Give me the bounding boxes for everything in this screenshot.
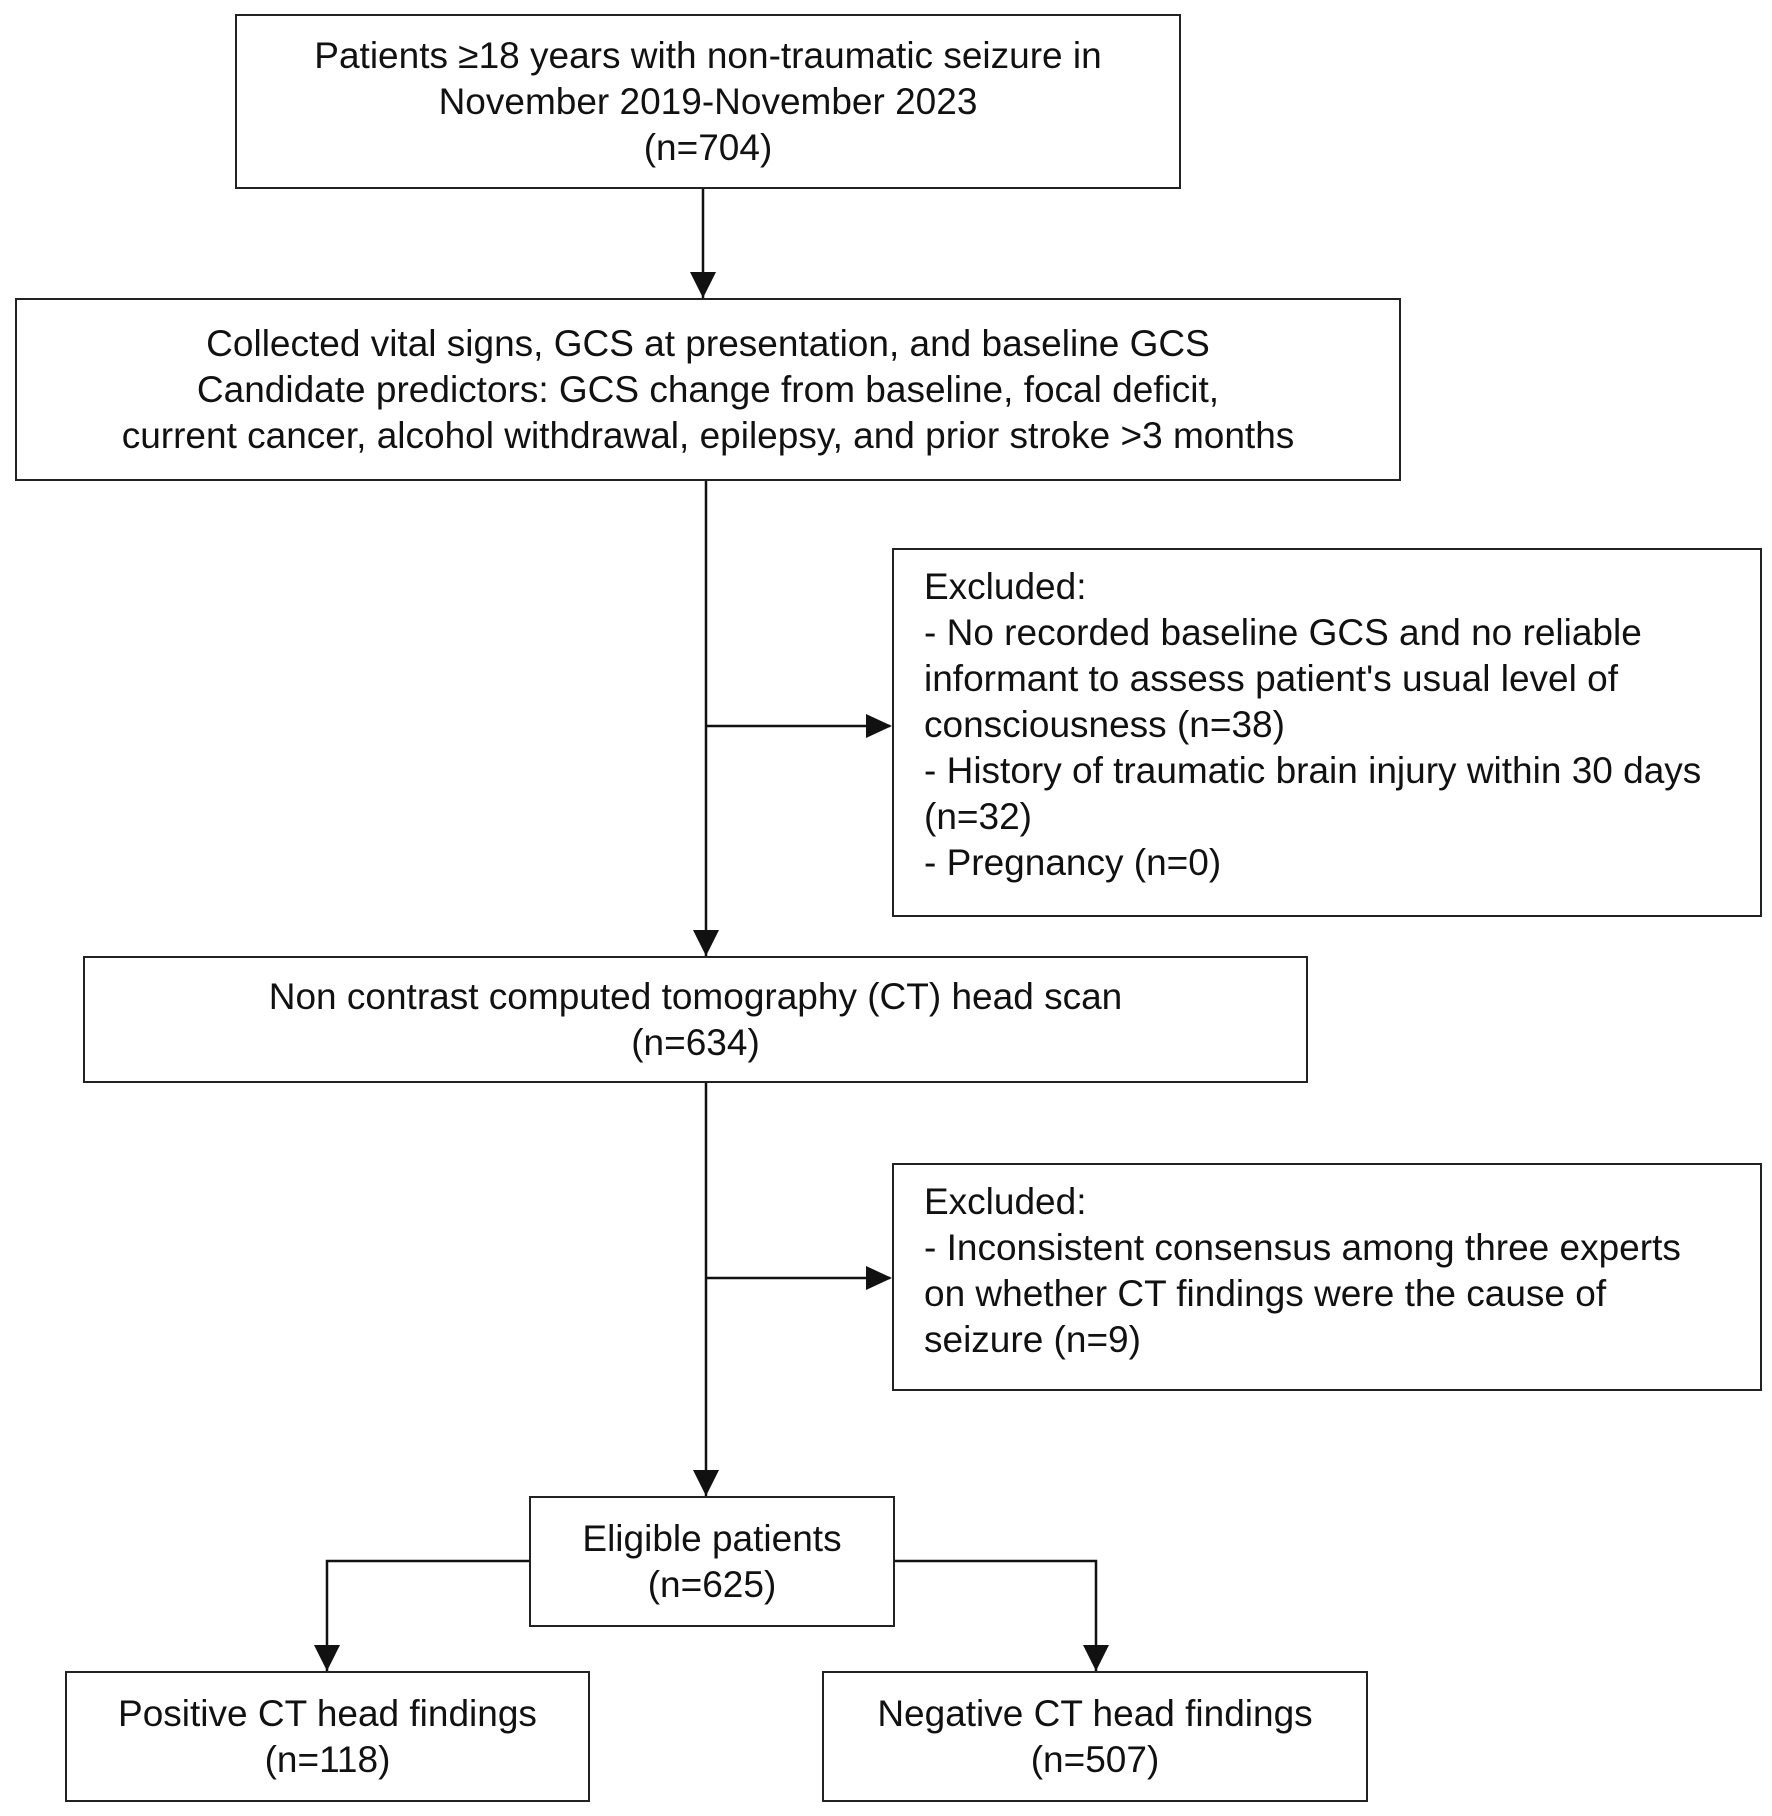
- population-line-1: Patients ≥18 years with non-traumatic se…: [314, 34, 1102, 76]
- arrowhead-eligible: [693, 1470, 719, 1496]
- excluded-box-2: Excluded: - Inconsistent consensus among…: [892, 1163, 1762, 1391]
- excluded-2-item-consensus: - Inconsistent consensus among three exp…: [924, 1227, 1681, 1360]
- negative-label: Negative CT head findings: [877, 1692, 1313, 1734]
- excluded-box-1: Excluded: - No recorded baseline GCS and…: [892, 548, 1762, 917]
- population-count: (n=704): [643, 126, 773, 168]
- arrow-eligible-to-positive: [325, 1559, 529, 1671]
- eligible-label: Eligible patients: [582, 1517, 842, 1559]
- excluded-1-item-pregnancy: - Pregnancy (n=0): [924, 842, 1222, 883]
- arrow-eligible-to-negative: [895, 1559, 1098, 1671]
- positive-count: (n=118): [264, 1738, 391, 1780]
- collected-data-box: Collected vital signs, GCS at presentati…: [15, 298, 1401, 481]
- ct-scan-count: (n=634): [631, 1021, 760, 1063]
- excluded-1-title: Excluded:: [924, 566, 1087, 607]
- arrowhead-excluded-1: [866, 714, 892, 738]
- positive-findings-box: Positive CT head findings (n=118): [65, 1671, 590, 1802]
- arrowhead-ct: [693, 930, 719, 956]
- excluded-1-item-baseline-gcs: - No recorded baseline GCS and no reliab…: [924, 612, 1642, 745]
- positive-label: Positive CT head findings: [118, 1692, 537, 1734]
- negative-count: (n=507): [1030, 1738, 1160, 1780]
- excluded-1-item-tbi: - History of traumatic brain injury with…: [924, 750, 1702, 837]
- arrowhead-excluded-2: [866, 1266, 892, 1290]
- eligible-count: (n=625): [647, 1563, 777, 1605]
- collected-line-1: Collected vital signs, GCS at presentati…: [206, 322, 1210, 364]
- arrowhead-negative: [1083, 1645, 1109, 1671]
- ct-scan-box: Non contrast computed tomography (CT) he…: [83, 956, 1308, 1083]
- excluded-2-title: Excluded:: [924, 1181, 1087, 1222]
- arrowhead-positive: [314, 1645, 340, 1671]
- collected-line-3: current cancer, alcohol withdrawal, epil…: [121, 414, 1295, 456]
- population-box: Patients ≥18 years with non-traumatic se…: [235, 14, 1181, 189]
- ct-scan-label: Non contrast computed tomography (CT) he…: [268, 975, 1123, 1017]
- population-line-2: November 2019-November 2023: [438, 80, 978, 122]
- arrowhead-collected: [690, 272, 716, 298]
- eligible-box: Eligible patients (n=625): [529, 1496, 895, 1627]
- negative-findings-box: Negative CT head findings (n=507): [822, 1671, 1368, 1802]
- collected-line-2: Candidate predictors: GCS change from ba…: [196, 368, 1220, 410]
